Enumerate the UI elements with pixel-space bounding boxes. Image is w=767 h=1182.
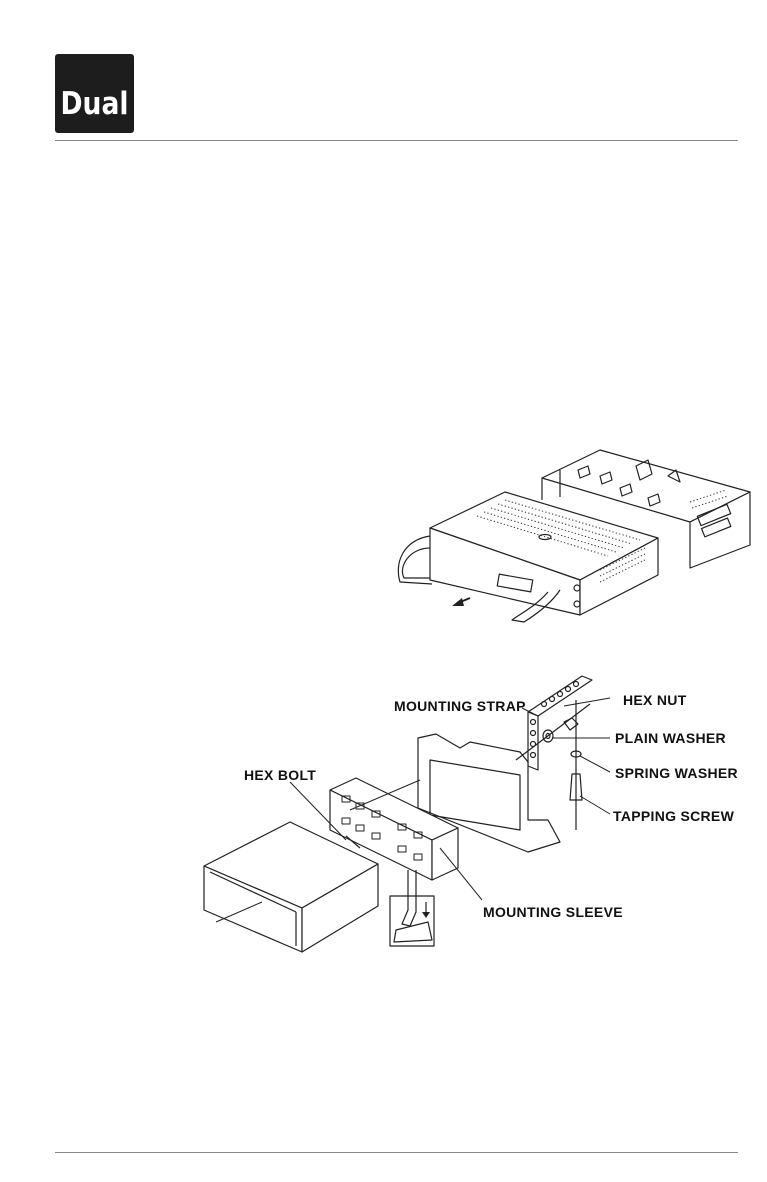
mounting-sleeve-part [329,777,459,881]
label-hex-bolt: HEX BOLT [244,767,317,783]
radio-unit [203,821,379,953]
footer-rule [55,1152,738,1153]
label-mounting-strap: MOUNTING STRAP [394,698,526,714]
hardware-stack [515,700,591,830]
mounting-sleeve-rear [541,449,751,569]
label-tapping-screw: TAPPING SCREW [613,808,735,824]
dashboard-opening [417,733,561,853]
label-spring-washer: SPRING WASHER [615,765,738,781]
label-mounting-sleeve: MOUNTING SLEEVE [483,904,623,920]
logo-text: Dual [61,86,129,122]
radio-chassis [397,491,659,623]
dual-logo: Dual [55,54,134,133]
dual-logo-graphic: Dual [61,86,129,122]
label-plain-washer: PLAIN WASHER [615,730,726,746]
mounting-strap-part [527,675,593,771]
label-hex-nut: HEX NUT [623,692,687,708]
header-rule [55,140,738,141]
tool-detail-inset [389,870,435,947]
